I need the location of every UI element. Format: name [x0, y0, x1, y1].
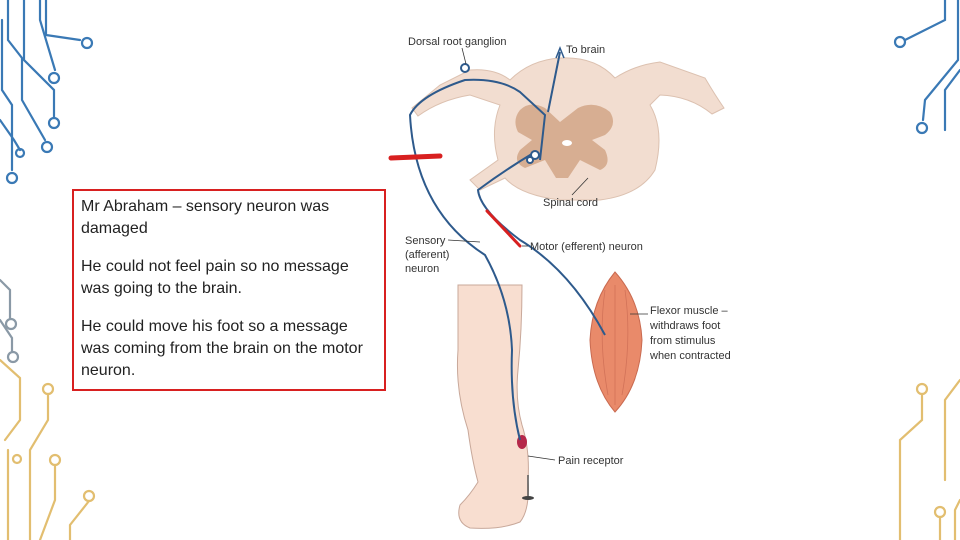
circuit-traces-gold-left	[0, 358, 96, 540]
ganglion-cell-body	[460, 63, 470, 73]
leg-and-foot	[456, 284, 534, 529]
label-spinal-cord: Spinal cord	[543, 197, 598, 209]
central-canal	[562, 140, 572, 146]
red-mark-horizontal	[388, 153, 443, 161]
circuit-decoration-left	[0, 0, 96, 540]
label-sensory-2: (afferent)	[405, 249, 449, 261]
explanation-textbox: Mr Abraham – sensory neuron was damaged …	[72, 189, 386, 391]
label-dorsal-root-ganglion: Dorsal root ganglion	[408, 36, 506, 48]
sensory-neuron-path	[408, 78, 547, 441]
to-brain-path	[547, 51, 561, 113]
circuit-traces-blue-right	[893, 0, 960, 135]
label-flexor-2: withdraws foot	[649, 320, 720, 332]
circuit-traces-grey-left	[0, 278, 20, 364]
label-pain-receptor: Pain receptor	[558, 455, 624, 467]
paragraph-could-move: He could move his foot so a message was …	[81, 318, 363, 379]
label-flexor-4: when contracted	[649, 350, 731, 362]
spinal-cord-diagram	[411, 57, 725, 201]
red-mark-diagonal	[485, 209, 522, 248]
label-leader-lines	[447, 47, 648, 461]
diagram-labels: Dorsal root ganglion To brain Spinal cor…	[405, 36, 731, 467]
circuit-decoration-right	[893, 0, 960, 540]
label-flexor-3: from stimulus	[650, 335, 716, 347]
circuit-traces-blue-left	[0, 0, 94, 185]
label-flexor-1: Flexor muscle –	[650, 305, 729, 317]
label-to-brain: To brain	[566, 44, 605, 56]
circuit-traces-gold-right	[898, 378, 960, 540]
label-motor-neuron: Motor (efferent) neuron	[530, 241, 643, 253]
paragraph-no-pain: He could not feel pain so no message was…	[81, 258, 349, 297]
red-annotations	[388, 153, 522, 248]
flexor-muscle	[589, 271, 643, 413]
label-sensory-1: Sensory	[405, 235, 446, 247]
label-sensory-3: neuron	[405, 263, 439, 275]
paragraph-sensory-damage: Mr Abraham – sensory neuron was damaged	[81, 198, 330, 237]
